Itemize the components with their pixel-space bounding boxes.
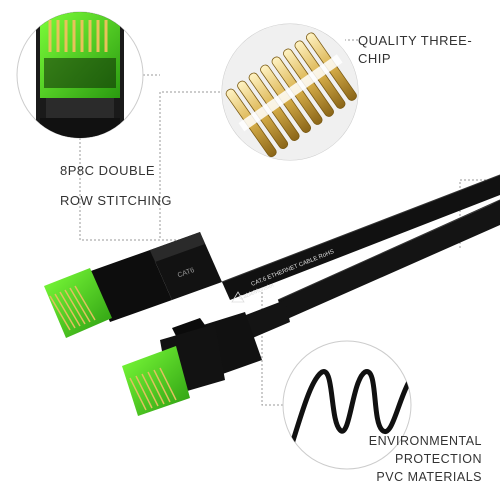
connector-zoom-circle (16, 11, 144, 139)
label-quality-three-chip: QUALITY THREE-CHIP (358, 33, 473, 66)
label-line: ENVIRONMENTAL (368, 434, 482, 448)
upper-connector: CAT6 (44, 232, 222, 338)
lower-connector (122, 300, 290, 416)
label-line: ROW STITCHING (60, 193, 172, 208)
label-environmental-protection: ENVIRONMENTAL PROTECTION PVC MATERIALS (252, 432, 482, 486)
label-line: 8P8C DOUBLE (60, 163, 156, 178)
label-double-row-stitching: 8P8C DOUBLE ROW STITCHING (60, 162, 172, 210)
label-line: PVC MATERIALS (376, 470, 482, 484)
gold-pins-zoom-circle (221, 23, 359, 161)
flat-cable: CAT.6 ETHERNET CABLE RoHS CableMonster (221, 174, 500, 320)
label-line: PROTECTION (395, 452, 482, 466)
warning-triangle-icon (231, 291, 245, 303)
coiled-cable-zoom-circle (282, 340, 412, 470)
